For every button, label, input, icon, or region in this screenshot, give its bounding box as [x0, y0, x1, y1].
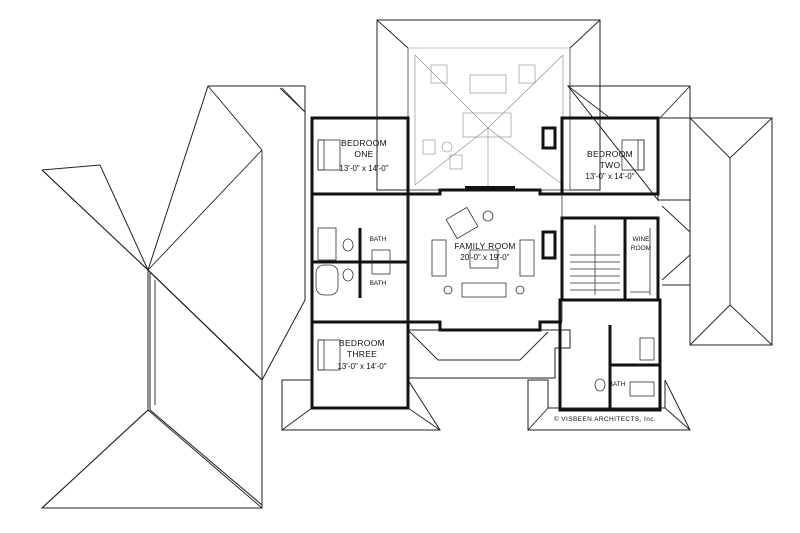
bedroom-three-dims: 13'-0" x 14'-0" [337, 362, 386, 371]
bath-upper-label: BATH [370, 236, 387, 243]
bedroom-two-label-line1: BEDROOM [587, 149, 633, 159]
sofa-east [519, 239, 535, 277]
west-roof-lower [40, 169, 263, 509]
bedroom-one-label-line2: ONE [354, 149, 373, 159]
ne-roof [566, 85, 691, 202]
sw-porch-roof [281, 378, 441, 431]
sofa-west [431, 239, 447, 277]
armchair [445, 206, 479, 240]
family-room-dims: 20'-0" x 19'-0" [460, 253, 509, 262]
bath-lower-label: BATH [370, 280, 387, 287]
walls [310, 116, 662, 412]
bedroom-one-dims: 13'-0" x 14'-0" [339, 164, 388, 173]
shower [639, 337, 655, 361]
se-porch-roof [527, 379, 691, 431]
bedroom-three-label-line1: BEDROOM [339, 338, 385, 348]
toilet-upper [342, 238, 354, 252]
coffee-table [469, 249, 499, 269]
toilet-lower [342, 268, 354, 282]
bathtub [315, 264, 339, 296]
bedroom-two-label-line2: TWO [600, 160, 621, 170]
west-roof-upper [147, 85, 306, 381]
vanity [371, 249, 391, 275]
north-roof [376, 19, 601, 191]
fireplace-hearth [465, 186, 515, 190]
bedroom-two-dims: 13'-0" x 14'-0" [585, 172, 634, 181]
room-labels: BEDROOM ONE 13'-0" x 14'-0" BEDROOM TWO … [337, 138, 656, 423]
bedroom-one-label-line1: BEDROOM [341, 138, 387, 148]
east-roof [689, 117, 773, 346]
sofa-south [461, 282, 507, 298]
bed-one [317, 139, 341, 171]
bedroom-three-label-line2: THREE [347, 349, 377, 359]
fixtures [315, 139, 655, 397]
wine-room-label-line1: WINE [633, 236, 651, 243]
wine-room-label-line2: ROOM [631, 245, 651, 252]
family-room-label: FAMILY ROOM [454, 241, 516, 251]
stairs [570, 225, 620, 295]
architect-credit: © VISBEEN ARCHITECTS, Inc. [554, 415, 656, 423]
west-roof-ridge [149, 270, 263, 507]
bath-east-label: BATH [609, 381, 626, 388]
